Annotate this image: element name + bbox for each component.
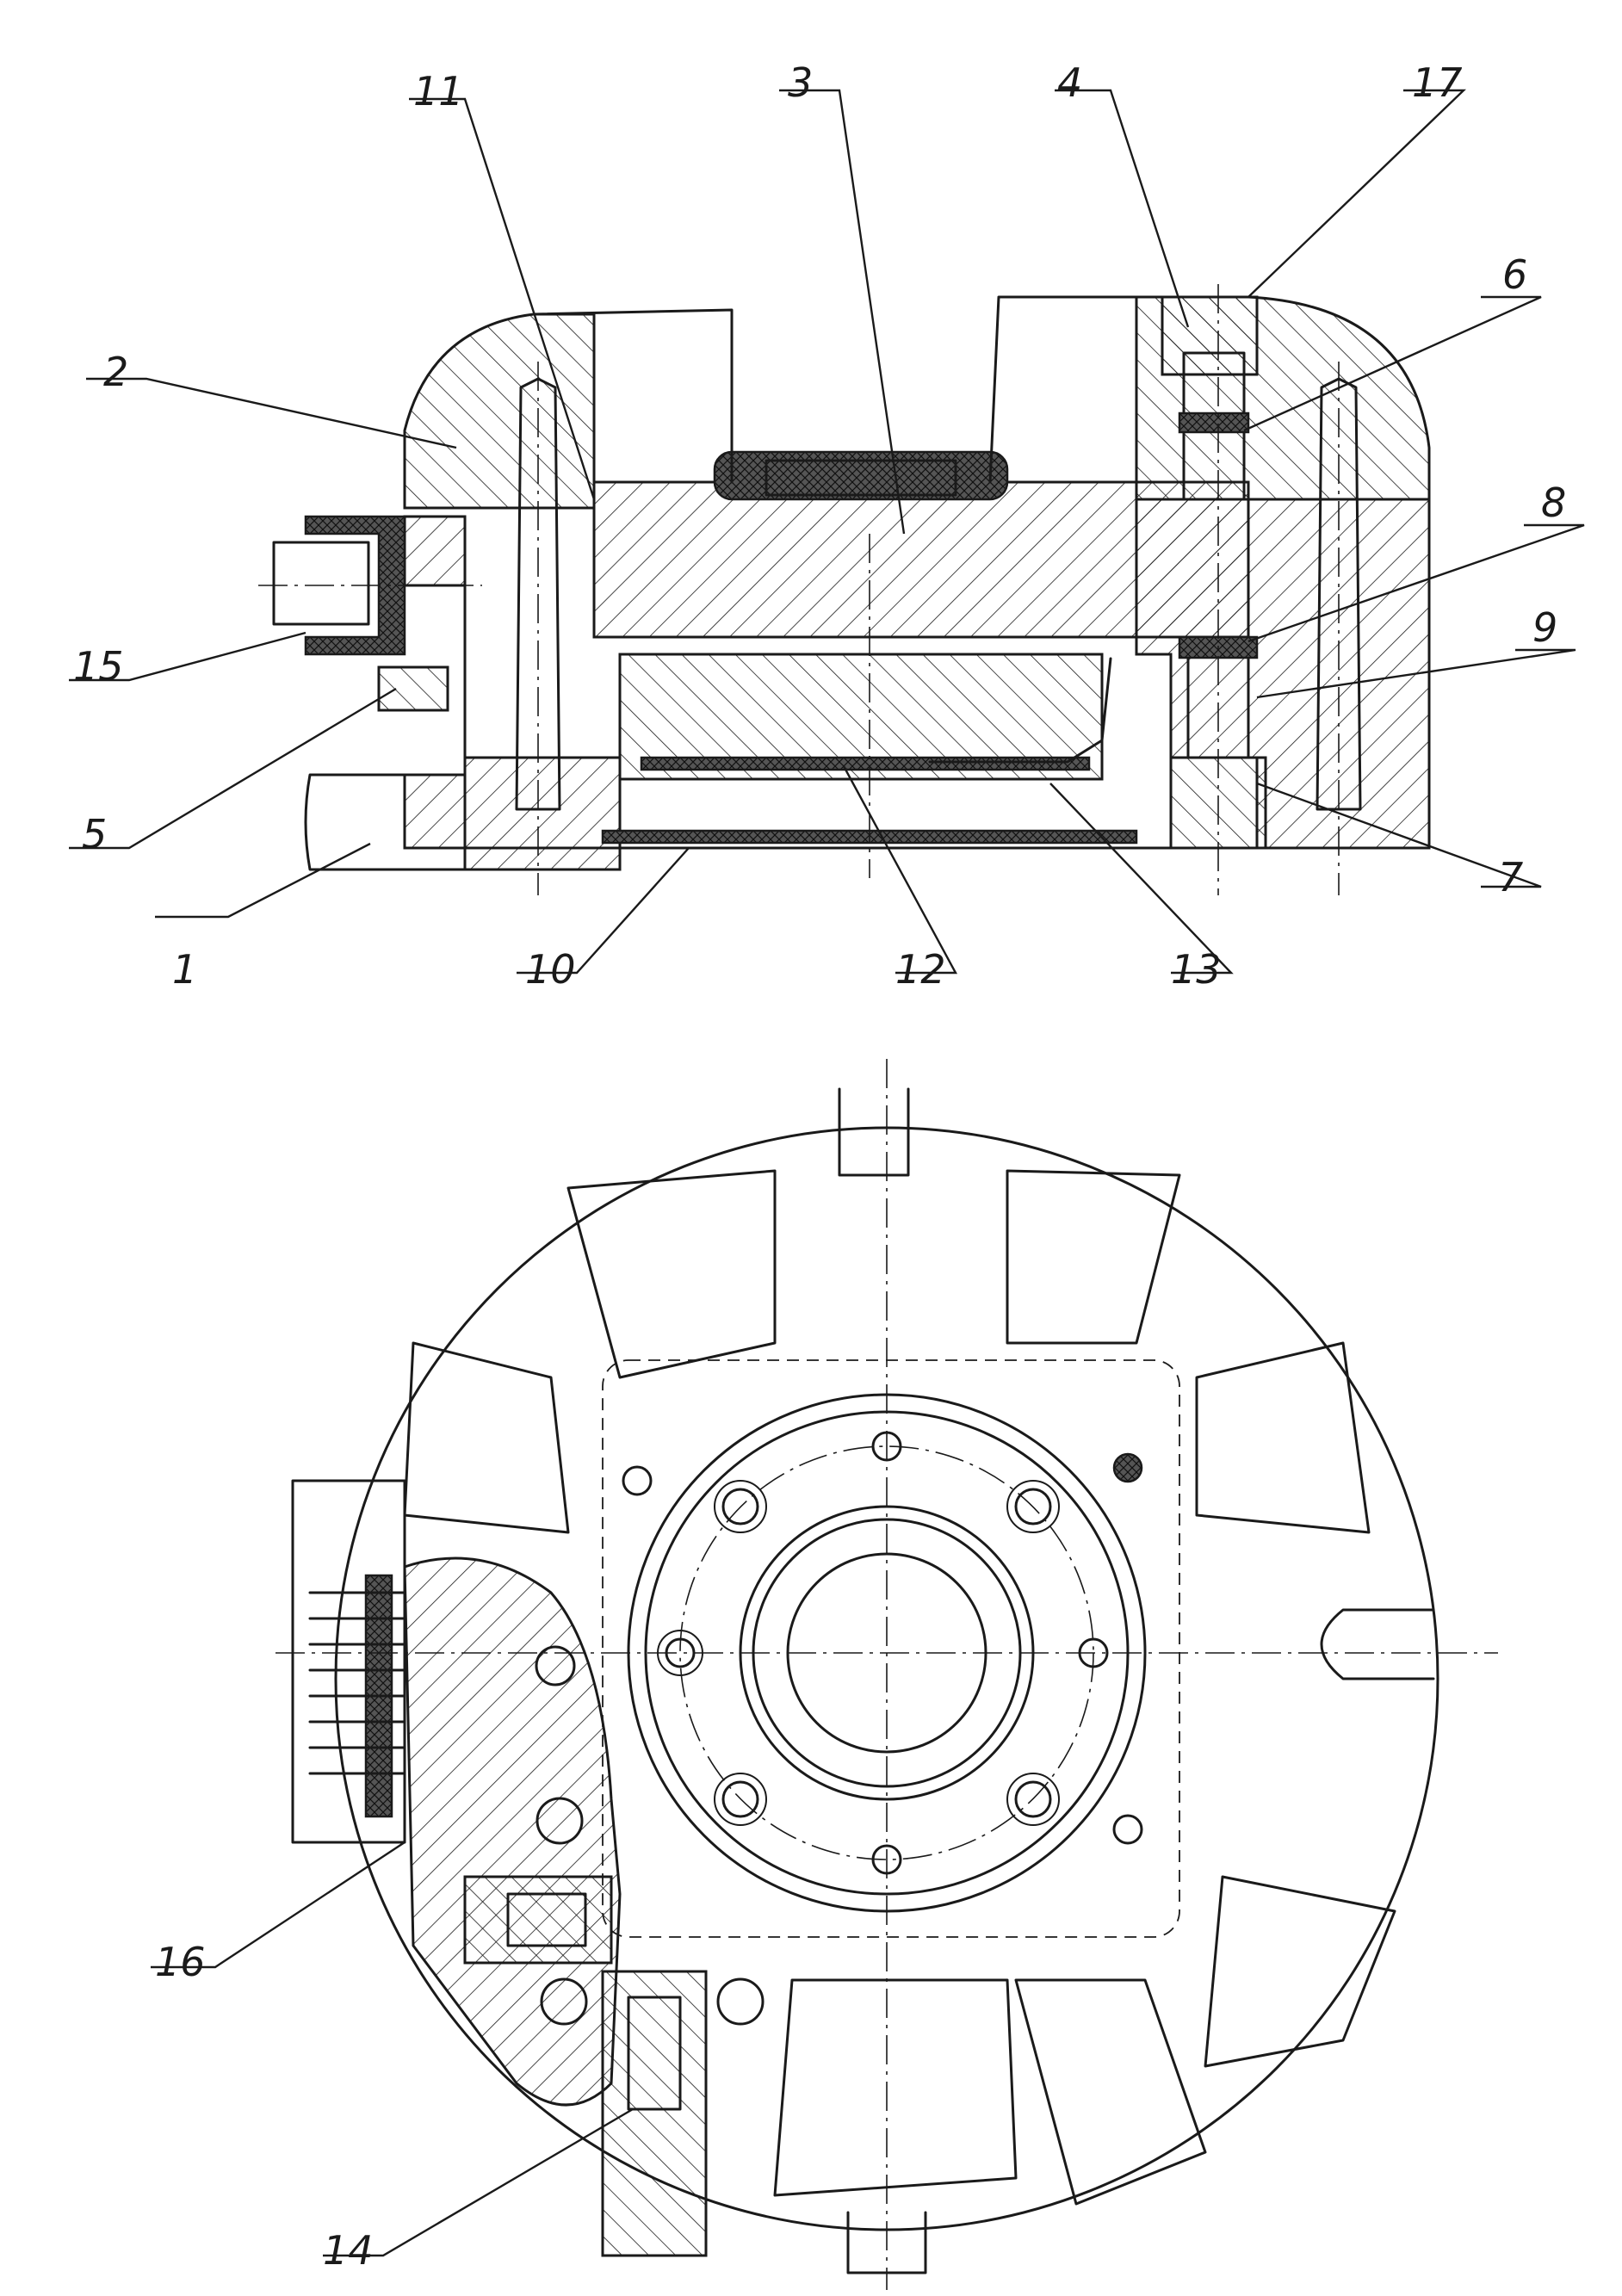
callout-1: 1 <box>172 946 197 993</box>
callout-13: 13 <box>1171 946 1222 993</box>
part-mount-bracket <box>304 773 467 871</box>
callout-9: 9 <box>1532 604 1557 651</box>
part-bolt-right <box>1316 377 1362 811</box>
callout-5: 5 <box>82 811 107 857</box>
plan-rib-4 <box>1195 1341 1371 1534</box>
callout-16: 16 <box>155 1939 206 1985</box>
callout-12: 12 <box>895 946 946 993</box>
part-rotor <box>592 480 1250 639</box>
part-terminal-pins <box>308 1591 406 1775</box>
callout-11: 11 <box>413 68 464 114</box>
plan-rib-2 <box>1006 1169 1181 1345</box>
callout-8: 8 <box>1541 480 1566 526</box>
plan-view <box>275 1059 1498 2290</box>
part-cover-left <box>403 313 596 510</box>
callout-15: 15 <box>73 643 124 690</box>
part-valve-14-body <box>601 1970 708 2257</box>
section-view <box>258 284 1431 895</box>
callout-14: 14 <box>323 2227 374 2274</box>
plan-rib-5 <box>1204 1875 1396 2068</box>
part-core <box>618 653 1104 781</box>
part-shaft-ring <box>713 450 1009 501</box>
plan-rib-6 <box>773 1978 1018 2197</box>
callout-3: 3 <box>788 59 813 106</box>
plan-hidden-square <box>602 1359 1180 1938</box>
callout-leaders <box>69 89 1585 2257</box>
part-valve-6 <box>1178 412 1250 434</box>
part-shaft <box>765 459 957 497</box>
part-screw-5 <box>377 665 449 712</box>
plan-rib-7 <box>1014 1978 1207 2206</box>
callout-labels: 1 2 3 4 5 6 7 8 9 10 11 12 13 14 15 16 1… <box>73 59 1566 2274</box>
part-membrane <box>640 756 1091 771</box>
part-bolt-left <box>515 377 561 811</box>
callout-17: 17 <box>1412 59 1463 106</box>
part-side-valve-core <box>506 1892 587 1947</box>
plan-slot-right <box>1320 1608 1435 1680</box>
plan-rib-3 <box>403 1341 570 1534</box>
part-terminal-frame <box>291 1479 406 1844</box>
part-connector <box>304 515 406 656</box>
callout-6: 6 <box>1502 251 1527 298</box>
part-valve-14-core <box>627 1996 682 2111</box>
part-pipe <box>928 657 1112 764</box>
callout-10: 10 <box>525 946 576 993</box>
plan-rib-1 <box>566 1169 777 1379</box>
section-outline <box>403 295 1431 850</box>
callout-4: 4 <box>1057 59 1082 106</box>
part-valve-top <box>1161 295 1259 376</box>
callout-2: 2 <box>103 349 128 395</box>
plan-slot-top <box>838 1087 910 1177</box>
plan-section-sector <box>403 1556 622 2107</box>
part-connector-body <box>272 541 370 626</box>
part-side-valve <box>463 1875 613 1965</box>
callout-7: 7 <box>1498 854 1523 900</box>
